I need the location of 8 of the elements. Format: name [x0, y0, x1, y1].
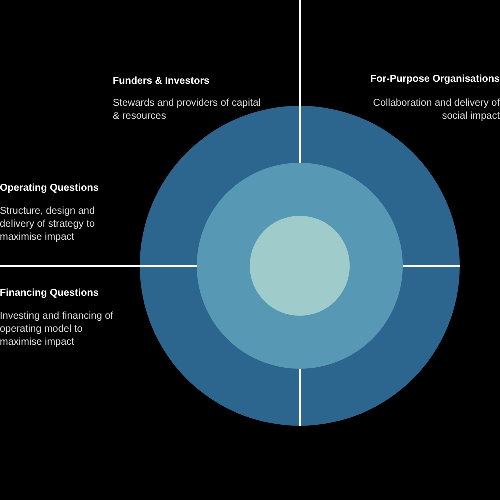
quadrant-heading: Financing Questions	[0, 287, 100, 300]
quadrant-heading: Funders & Investors	[113, 75, 211, 88]
quadrant-description: Investing and financing of operating model to maximise impact	[0, 310, 114, 349]
quadrant-heading: For-Purpose Organisations	[370, 73, 500, 86]
quadrant-description: Collaboration and delivery of social impact	[372, 97, 500, 123]
quadrant-description: Structure, design and delivery of strategy to maximise impact	[0, 205, 96, 244]
quadrant-description: Stewards and providers of capital & resources	[113, 97, 262, 123]
quadrant-heading: Operating Questions	[0, 182, 100, 195]
